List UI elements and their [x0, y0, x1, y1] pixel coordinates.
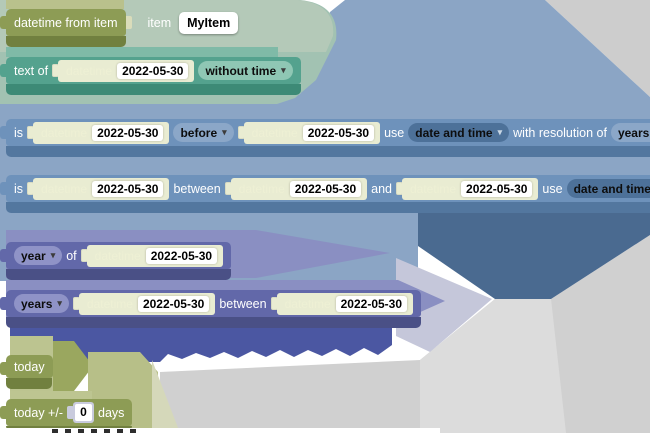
date-field[interactable]: 2022-05-30 — [117, 62, 189, 79]
use-label: use — [384, 125, 405, 140]
days-field[interactable]: 0 — [75, 404, 92, 421]
block-shadow — [6, 84, 301, 95]
block-top-strip — [6, 47, 278, 57]
block-label: text of — [14, 63, 49, 78]
datetime-label: datetime — [284, 296, 331, 311]
input-socket-icon — [270, 297, 278, 310]
between-label: between — [219, 296, 267, 311]
of-label: of — [66, 248, 77, 263]
date-field[interactable]: 2022-05-30 — [461, 180, 533, 197]
dropdown-value: year — [21, 248, 46, 263]
block-shadow — [6, 269, 232, 280]
block-shadow — [6, 378, 52, 389]
resolution-dropdown[interactable]: years▾ — [610, 123, 650, 142]
block-today[interactable]: today — [0, 355, 53, 389]
datetime-input-block[interactable]: datetime 2022-05-30 — [224, 177, 368, 200]
dropdown-value: years — [21, 296, 53, 311]
date-field[interactable]: 2022-05-30 — [92, 124, 164, 141]
input-socket-icon — [396, 182, 403, 195]
input-socket-icon — [67, 406, 74, 419]
block-label: today +/- — [14, 405, 63, 420]
input-socket-icon — [237, 126, 245, 139]
dropdown-arrow-icon: ▾ — [57, 298, 62, 308]
unit-dropdown[interactable]: year ▾ — [14, 246, 63, 265]
dropdown-value: years — [617, 125, 650, 140]
number-input-block[interactable]: 0 — [67, 402, 94, 423]
dropdown-value: date and time — [573, 181, 650, 196]
input-socket-icon — [27, 182, 35, 195]
block-shadow — [6, 202, 650, 213]
compare-op-dropdown[interactable]: before ▾ — [173, 123, 234, 142]
datetime-label: datetime — [86, 296, 133, 311]
datetime-input-block[interactable]: datetime 2022-05-30 — [72, 292, 216, 315]
item-block-label: item — [147, 15, 172, 30]
date-field[interactable]: 2022-05-30 — [145, 247, 218, 264]
resolution-label: with resolution of — [513, 125, 607, 140]
datetime-label: datetime — [238, 181, 285, 196]
item-name-field[interactable]: MyItem — [179, 11, 239, 34]
dropdown-arrow-icon: ▾ — [222, 127, 227, 137]
dropdown-arrow-icon: ▾ — [281, 65, 286, 75]
use-mode-dropdown[interactable]: date and time ▾ — [408, 123, 510, 142]
block-is-between[interactable]: is datetime 2022-05-30 between datetime 20… — [0, 175, 650, 213]
block-years-between[interactable]: years ▾ datetime 2022-05-30 between dateti… — [0, 290, 422, 328]
date-field[interactable]: 2022-05-30 — [289, 180, 362, 197]
datetime-input-block[interactable]: datetime 2022-05-30 — [27, 121, 170, 144]
date-field[interactable]: 2022-05-30 — [302, 124, 375, 141]
datetime-label: datetime — [251, 125, 298, 140]
clipped-block-remnant — [52, 429, 140, 433]
block-label: today — [14, 359, 45, 374]
between-label: between — [173, 181, 221, 196]
dropdown-arrow-icon: ▾ — [50, 250, 56, 260]
date-field[interactable]: 2022-05-30 — [92, 180, 164, 197]
block-today-offset[interactable]: today +/- 0 days — [0, 399, 133, 431]
dropdown-arrow-icon: ▾ — [497, 127, 503, 137]
time-mode-dropdown[interactable]: without time ▾ — [198, 61, 293, 80]
datetime-label: datetime — [94, 248, 141, 263]
use-label: use — [542, 181, 563, 196]
datetime-label: datetime — [41, 125, 88, 140]
datetime-input-block[interactable]: datetime 2022-05-30 — [237, 121, 381, 144]
block-text-of[interactable]: text of datetime 2022-05-30 without time ▾ — [0, 57, 301, 95]
block-shadow — [6, 36, 126, 47]
clipped-row-background — [0, 428, 440, 433]
datetime-input-block[interactable]: datetime 2022-05-30 — [396, 177, 539, 200]
datetime-input-block[interactable]: datetime 2022-05-30 — [80, 244, 224, 267]
datetime-input-block[interactable]: datetime 2022-05-30 — [27, 177, 170, 200]
datetime-input-block[interactable]: datetime 2022-05-30 — [270, 292, 414, 315]
and-label: and — [371, 181, 392, 196]
block-label: is — [14, 125, 24, 140]
datetime-label: datetime — [410, 181, 457, 196]
unit-dropdown[interactable]: years ▾ — [14, 294, 69, 313]
date-field[interactable]: 2022-05-30 — [335, 295, 408, 312]
use-mode-dropdown[interactable]: date and time▾ — [566, 179, 650, 198]
block-year-of[interactable]: year ▾ of datetime 2022-05-30 — [0, 242, 232, 280]
block-top-strip — [6, 0, 124, 9]
dropdown-value: date and time — [415, 125, 493, 140]
block-is-before[interactable]: is datetime 2022-05-30 before ▾ datetime 20… — [0, 119, 650, 157]
block-shadow — [6, 317, 422, 328]
block-shadow — [6, 146, 650, 157]
input-socket-icon — [80, 249, 88, 262]
input-socket-icon — [123, 16, 132, 29]
block-datetime-from-item[interactable]: datetime from item item MyItem — [0, 9, 239, 47]
block-label: datetime from item — [14, 15, 118, 30]
datetime-label: datetime — [41, 181, 88, 196]
datetime-input-block[interactable]: datetime 2022-05-30 — [52, 59, 195, 82]
input-socket-icon — [27, 126, 35, 139]
input-socket-icon — [52, 64, 60, 77]
days-label: days — [98, 405, 125, 420]
block-label: is — [14, 181, 24, 196]
dropdown-value: without time — [205, 63, 277, 78]
input-socket-icon — [224, 182, 232, 195]
dropdown-value: before — [180, 125, 218, 140]
date-field[interactable]: 2022-05-30 — [137, 295, 210, 312]
datetime-label: datetime — [66, 63, 113, 78]
input-socket-icon — [72, 297, 80, 310]
